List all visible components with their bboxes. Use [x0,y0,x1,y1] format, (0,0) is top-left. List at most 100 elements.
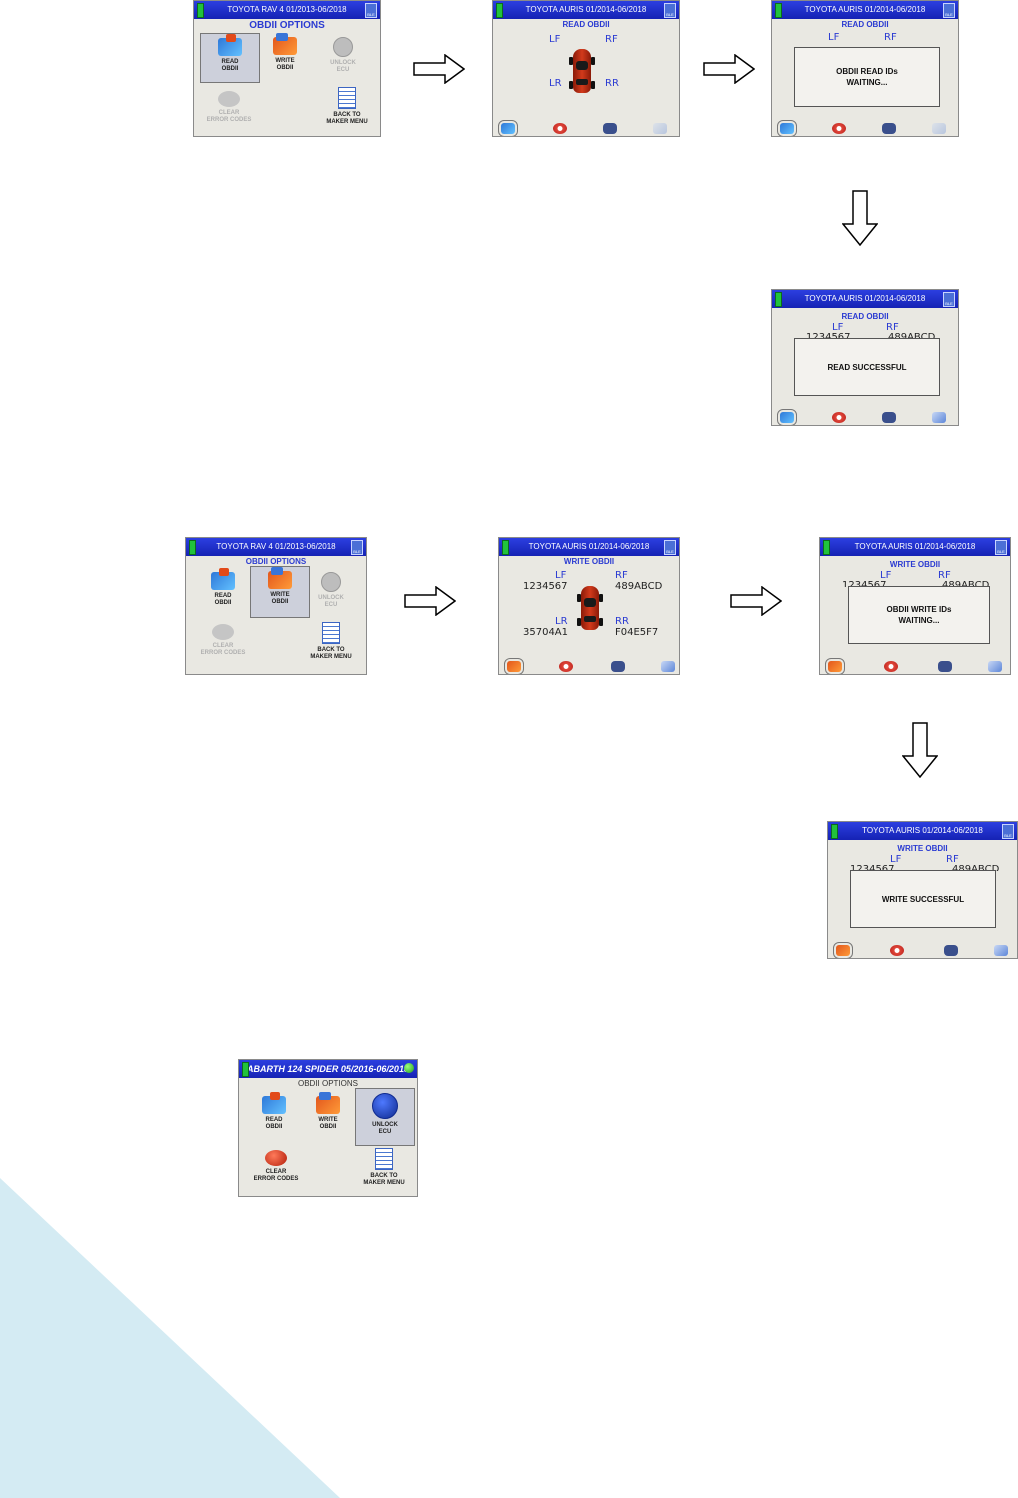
sensor-icon[interactable] [882,123,896,134]
write-menu-screen: TOYOTA RAV 4 01/2013-06/2018 BLE OBDII O… [185,537,367,675]
download-icon[interactable] [932,123,946,134]
menu-item-label: BACK TO MAKER MENU [310,647,352,660]
download-icon[interactable] [661,661,675,672]
bluetooth-icon: BLE [664,540,676,555]
bluetooth-icon: BLE [943,292,955,307]
wheel [599,594,603,602]
clear-codes-icon [212,624,234,640]
menu-item-read-obdii[interactable]: READ OBDII [194,568,252,614]
back-to-menu-icon [338,87,356,109]
screen-subtitle: READ OBDII [841,20,889,29]
write-obd-icon[interactable] [833,942,853,958]
menu-item-label: WRITE OBDII [275,58,295,71]
screen-subtitle: READ OBDII [562,20,610,29]
download-icon[interactable] [653,123,667,134]
position-label-rr: RR [605,78,619,89]
battery-icon [831,824,838,839]
read-obd-icon[interactable] [498,120,518,136]
menu-item-write-obdii[interactable]: WRITE OBDII [256,33,314,81]
screen-subtitle: OBDII OPTIONS [249,20,325,31]
write-obd-icon[interactable] [825,658,845,674]
tpms-tool-icon[interactable] [559,661,573,672]
battery-icon [242,1062,249,1077]
write-obd-icon [273,33,297,55]
tpms-tool-icon[interactable] [884,661,898,672]
menu-item-clear-error-codes[interactable]: CLEAR ERROR CODES [194,620,252,666]
screen-title: TOYOTA AURIS 01/2014-06/2018 [828,822,1017,840]
bluetooth-icon: BLE [943,3,955,18]
back-to-menu-icon [375,1148,393,1170]
read-waiting-screen: TOYOTA AURIS 01/2014-06/2018 BLE READ OB… [771,0,959,137]
tpms-tool-icon[interactable] [890,945,904,956]
screen-subtitle: OBDII OPTIONS [297,1079,358,1088]
battery-icon [823,540,830,555]
menu-item-label: BACK TO MAKER MENU [363,1173,405,1186]
tire-id-lf: 1234567 [842,580,887,587]
tpms-tool-icon[interactable] [553,123,567,134]
dialog-line: WAITING... [898,616,940,625]
position-label-rf: RF [605,34,618,45]
screen-title: TOYOTA AURIS 01/2014-06/2018 [499,538,679,556]
menu-item-read-obdii[interactable]: READ OBDII [200,33,260,83]
bottom-toolbar [828,941,1017,958]
menu-item-clear-error-codes[interactable]: CLEAR ERROR CODES [200,87,258,135]
download-icon[interactable] [932,412,946,423]
screen-subtitle: READ OBDII [841,312,889,321]
menu-item-read-obdii[interactable]: READ OBDII [245,1092,303,1140]
sensor-icon[interactable] [938,661,952,672]
screen-title: TOYOTA AURIS 01/2014-06/2018 [772,1,958,19]
menu-item-label: UNLOCK ECU [330,60,356,73]
arrow-down-icon [842,190,878,246]
download-icon[interactable] [994,945,1008,956]
position-label-lf: LF [890,854,902,865]
menu-item-unlock-ecu[interactable]: UNLOCK ECU [302,568,360,614]
menu-item-label: UNLOCK ECU [318,595,344,608]
read-obd-icon[interactable] [777,120,797,136]
sensor-icon[interactable] [944,945,958,956]
download-icon[interactable] [988,661,1002,672]
tire-id-rf: 489ABCD [942,580,990,587]
menu-item-back-to-maker-menu[interactable]: BACK TO MAKER MENU [302,618,360,666]
tire-id-rf: 489ABCD [952,864,1000,871]
tpms-tool-icon[interactable] [832,123,846,134]
sensor-icon[interactable] [603,123,617,134]
menu-item-label: READ OBDII [214,593,232,606]
menu-item-back-to-maker-menu[interactable]: BACK TO MAKER MENU [355,1144,413,1192]
menu-item-unlock-ecu[interactable]: UNLOCK ECU [355,1088,415,1146]
menu-item-label: WRITE OBDII [270,592,290,605]
menu-item-label: CLEAR ERROR CODES [200,643,246,656]
position-label-lr: LR [555,616,568,627]
dialog-line: OBDII WRITE IDs [886,605,952,614]
dialog-line: WAITING... [846,78,888,87]
position-label-rf: RF [886,322,899,333]
menu-item-write-obdii[interactable]: WRITE OBDII [250,566,310,618]
menu-item-clear-error-codes[interactable]: CLEAR ERROR CODES [247,1146,305,1194]
bottom-toolbar [493,119,679,136]
tpms-tool-icon[interactable] [832,412,846,423]
position-label-rf: RF [946,854,959,865]
wheel [569,57,573,65]
sensor-icon[interactable] [882,412,896,423]
write-obd-icon[interactable] [504,658,524,674]
menu-item-back-to-maker-menu[interactable]: BACK TO MAKER MENU [318,83,376,131]
unlock-ecu-icon [372,1093,398,1119]
tire-id-rr: F04E5F7 [615,627,659,638]
position-label-rf: RF [938,570,951,581]
position-label-lf: LF [828,32,840,43]
arrow-right-icon [730,586,782,616]
position-label-lf: LF [555,570,567,581]
screen-title: TOYOTA AURIS 01/2014-06/2018 [820,538,1010,556]
battery-icon [775,3,782,18]
position-label-rf: RF [615,570,628,581]
bottom-toolbar [772,408,958,425]
clear-codes-icon [265,1150,287,1166]
sensor-icon[interactable] [611,661,625,672]
read-obd-icon[interactable] [777,409,797,425]
tire-id-rf: 489ABCD [888,332,936,339]
read-menu-screen: TOYOTA RAV 4 01/2013-06/2018 BLE OBDII O… [193,0,381,137]
menu-item-write-obdii[interactable]: WRITE OBDII [299,1092,357,1140]
background-corner-shape [0,1178,340,1498]
menu-item-unlock-ecu[interactable]: UNLOCK ECU [314,33,372,81]
screen-subtitle: OBDII OPTIONS [245,557,307,566]
position-label-lr: LR [549,78,562,89]
